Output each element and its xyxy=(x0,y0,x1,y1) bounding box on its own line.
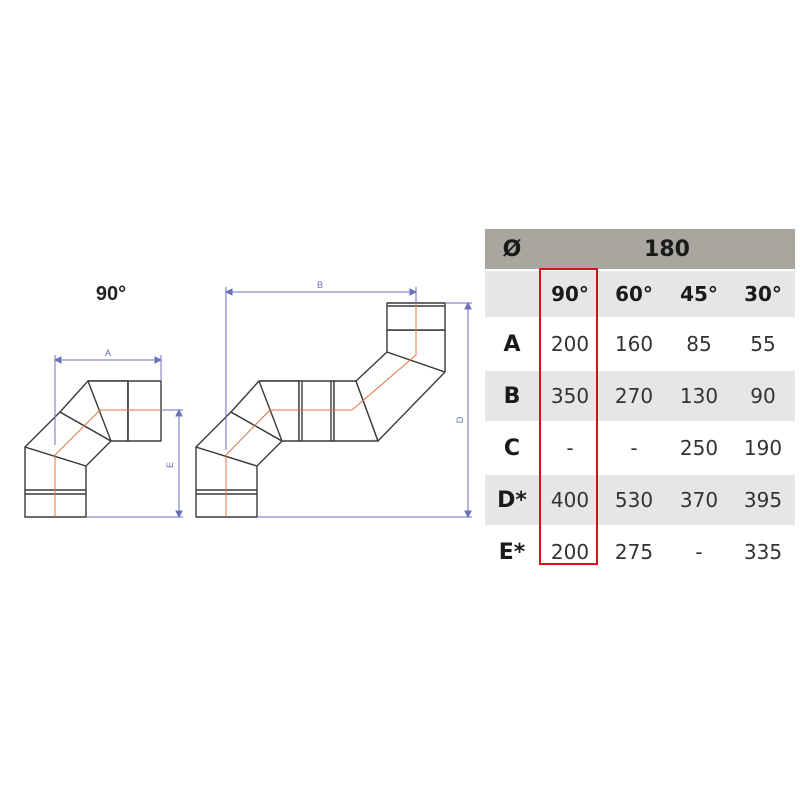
table-cell: 130 xyxy=(667,371,731,421)
diameter-symbol: Ø xyxy=(485,229,539,269)
dimension-b xyxy=(224,287,418,450)
dimension-e-label: E xyxy=(165,462,175,468)
table-cell: 395 xyxy=(731,475,795,525)
table-cell: 85 xyxy=(686,332,712,356)
table-cell: 335 xyxy=(743,540,783,564)
diameter-value: 180 xyxy=(539,229,795,269)
dimension-a xyxy=(53,355,163,445)
table-cell: 530 xyxy=(601,475,667,525)
elbow-90-outlet xyxy=(127,380,162,442)
table-cell: 275 xyxy=(614,540,654,564)
row-label: D* xyxy=(485,475,539,525)
row-label: C xyxy=(503,435,521,461)
angle-header-blank xyxy=(485,271,539,317)
table-cell: 200 xyxy=(550,332,590,356)
table-cell: 200 xyxy=(550,540,590,564)
angle-header-90: 90° xyxy=(539,271,601,317)
dimension-e xyxy=(86,408,183,519)
table-cell: - xyxy=(566,436,574,460)
table-cell: 190 xyxy=(743,436,783,460)
offset-centerline xyxy=(225,303,417,517)
offset-elbow-drawing xyxy=(195,302,446,518)
row-label: E* xyxy=(498,539,526,565)
elbow-90-drawing xyxy=(24,380,162,518)
table-cell: 90 xyxy=(731,371,795,421)
dimension-b-label: B xyxy=(317,280,323,290)
pipe-elbow-drawings: A E B D xyxy=(24,280,472,519)
table-cell: - xyxy=(695,540,703,564)
table-cell: 350 xyxy=(539,371,601,421)
table-row-d: D* 400 530 370 395 xyxy=(485,475,795,525)
dimension-d xyxy=(257,301,472,519)
row-label: A xyxy=(503,331,521,357)
table-row-c: C - - 250 190 xyxy=(485,423,795,473)
table-row-b: B 350 270 130 90 xyxy=(485,371,795,421)
elbow-angle-title: 90° xyxy=(95,283,127,305)
table-cell: 270 xyxy=(601,371,667,421)
table-row-e: E* 200 275 - 335 xyxy=(485,527,795,577)
dimension-d-label: D xyxy=(455,416,465,423)
table-cell: 250 xyxy=(679,436,719,460)
angle-header-60: 60° xyxy=(601,271,667,317)
angle-header-30: 30° xyxy=(731,271,795,317)
dimension-table: Ø 180 90° 60° 45° 30° A 200 160 85 55 B … xyxy=(485,227,795,579)
dimension-a-label: A xyxy=(105,348,111,358)
row-label: B xyxy=(485,371,539,421)
table-row-a: A 200 160 85 55 xyxy=(485,319,795,369)
table-cell: 160 xyxy=(614,332,654,356)
angle-header-45: 45° xyxy=(667,271,731,317)
offset-connector xyxy=(298,380,335,442)
angle-header-row: 90° 60° 45° 30° xyxy=(485,271,795,317)
elbow-90-centerline xyxy=(54,409,161,517)
table-cell: 370 xyxy=(667,475,731,525)
table-cell: - xyxy=(630,436,638,460)
table-cell: 55 xyxy=(750,332,776,356)
diameter-header-row: Ø 180 xyxy=(485,229,795,269)
table-cell: 400 xyxy=(539,475,601,525)
